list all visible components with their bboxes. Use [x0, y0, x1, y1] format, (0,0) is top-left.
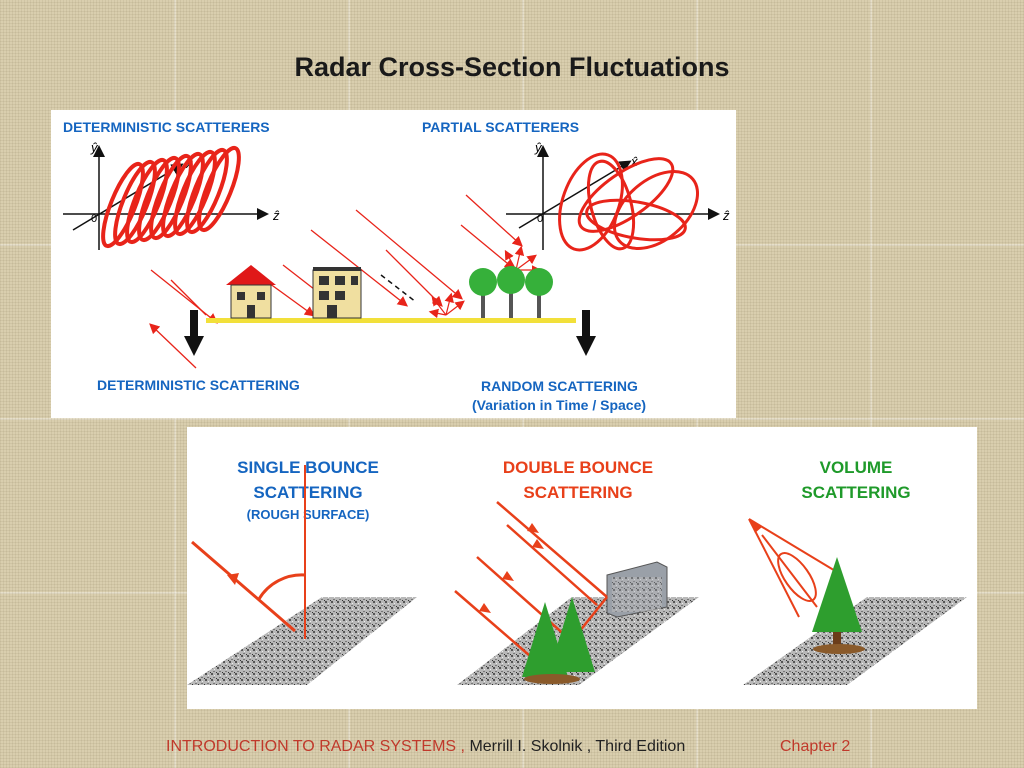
deterministic-scatterers-label: DETERMINISTIC SCATTERERS: [63, 119, 270, 135]
random-scattering-label: RANDOM SCATTERING: [481, 378, 638, 394]
single-bounce-subtitle: SCATTERING: [253, 483, 362, 502]
volume-scattering-title: VOLUME: [820, 458, 893, 477]
specular-reflection-line: [380, 274, 417, 303]
double-bounce-subtitle: SCATTERING: [523, 483, 632, 502]
deterministic-polarization-helix: [101, 145, 241, 249]
ground-strip: [206, 318, 576, 323]
right-axes: ŷ ẑ x̂ 0: [506, 140, 730, 250]
trees-icon: [469, 266, 553, 318]
footer-citation: INTRODUCTION TO RADAR SYSTEMS , Merrill …: [166, 738, 685, 756]
deterministic-scattering-label: DETERMINISTIC SCATTERING: [97, 377, 300, 393]
double-bounce-illustration: [454, 501, 699, 685]
single-bounce-title: SINGLE BOUNCE: [237, 458, 379, 477]
partial-polarization-ellipses: [558, 152, 700, 252]
svg-text:ẑ: ẑ: [272, 208, 280, 223]
svg-text:ẑ: ẑ: [722, 208, 730, 223]
chapter-label: Chapter 2: [780, 738, 851, 755]
book-title: INTRODUCTION TO RADAR SYSTEMS ,: [166, 738, 470, 755]
deterministic-down-arrow: [184, 310, 204, 356]
random-down-arrow: [576, 310, 596, 356]
author-edition: Merrill I. Skolnik , Third Edition: [469, 738, 686, 755]
bounce-scattering-diagram: SINGLE BOUNCE SCATTERING (ROUGH SURFACE)…: [187, 427, 977, 709]
rough-surface-label: (ROUGH SURFACE): [247, 507, 370, 522]
svg-text:ŷ: ŷ: [90, 140, 99, 155]
double-bounce-title: DOUBLE BOUNCE: [503, 458, 653, 477]
svg-text:ŷ: ŷ: [534, 140, 543, 155]
apartment-building-icon: [312, 267, 362, 319]
random-scattering-sublabel: (Variation in Time / Space): [472, 397, 646, 413]
single-bounce-illustration: [187, 465, 417, 685]
svg-text:0: 0: [537, 213, 543, 225]
house-icon: [226, 265, 276, 319]
scatterers-diagram: DETERMINISTIC SCATTERERS PARTIAL SCATTER…: [51, 110, 736, 418]
volume-scattering-illustration: [743, 518, 967, 685]
volume-scattering-subtitle: SCATTERING: [801, 483, 910, 502]
svg-text:x̂: x̂: [630, 154, 638, 169]
svg-text:0: 0: [91, 213, 97, 225]
page-title: Radar Cross-Section Fluctuations: [294, 52, 730, 82]
partial-scatterers-label: PARTIAL SCATTERERS: [422, 119, 579, 135]
